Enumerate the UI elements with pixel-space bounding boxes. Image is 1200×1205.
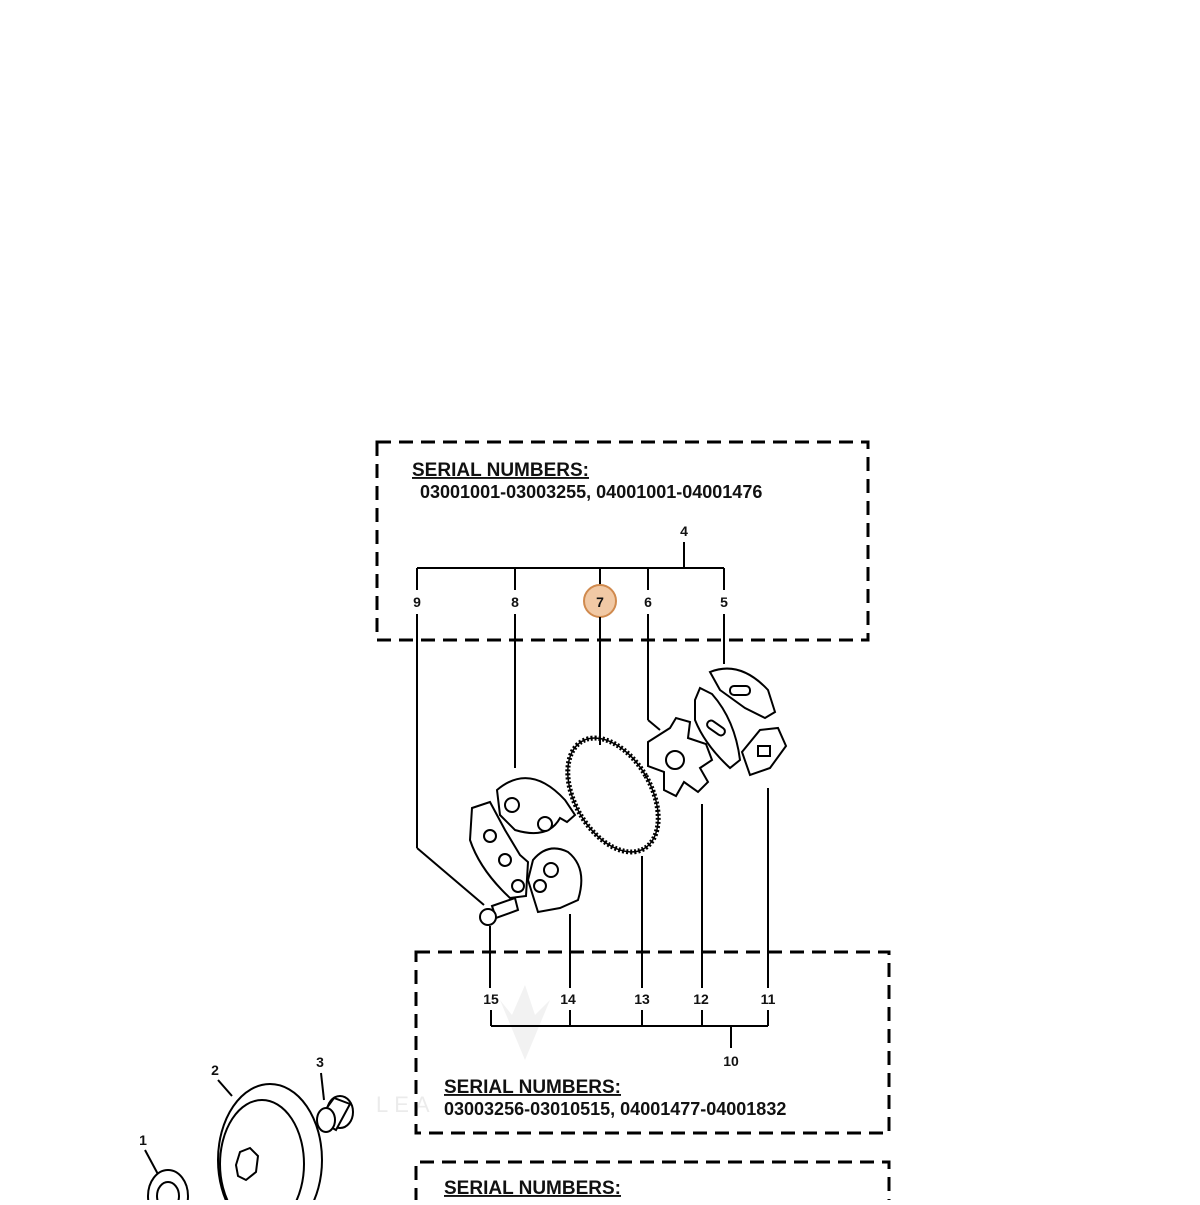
clutch-hub (647, 716, 714, 798)
clutch-plate-right-low (740, 726, 788, 777)
leader-3 (320, 1072, 325, 1101)
serial-box-middle (414, 950, 891, 1135)
callout-13[interactable]: 13 (634, 991, 650, 1007)
bracket-4 (416, 542, 725, 590)
serial-box-top (375, 440, 870, 642)
watermark-text: LEA (376, 1092, 436, 1117)
sprocket-rim (147, 1169, 189, 1205)
callout-3[interactable]: 3 (316, 1054, 324, 1070)
callout-6[interactable]: 6 (644, 594, 652, 610)
serial-heading-middle: SERIAL NUMBERS: (444, 1077, 621, 1098)
callout-2[interactable]: 2 (211, 1062, 219, 1078)
callout-4[interactable]: 4 (680, 523, 688, 539)
clutch-plate-right-mid (694, 686, 742, 770)
serial-ranges-middle: 03003256-03010515, 04001477-04001832 (444, 1099, 786, 1119)
leader-lines-top (416, 614, 725, 906)
callout-12[interactable]: 12 (693, 991, 709, 1007)
callout-14[interactable]: 14 (560, 991, 576, 1007)
callout-10[interactable]: 10 (723, 1053, 739, 1069)
clutch-shoe-lower (526, 847, 583, 914)
serial-box-bottom (414, 1160, 891, 1202)
serial-heading-top: SERIAL NUMBERS: (412, 460, 589, 481)
serial-ranges-top: 03001001-03003255, 04001001-04001476 (420, 482, 762, 502)
callout-7[interactable]: 7 (596, 594, 604, 610)
callout-8[interactable]: 8 (511, 594, 519, 610)
callout-1[interactable]: 1 (139, 1132, 147, 1148)
clutch-plate-left (468, 800, 530, 900)
clutch-shoe-upper (495, 777, 577, 834)
callout-5[interactable]: 5 (720, 594, 728, 610)
callout-15[interactable]: 15 (483, 991, 499, 1007)
serial-heading-bottom: SERIAL NUMBERS: (444, 1178, 621, 1199)
leader-2 (217, 1079, 233, 1097)
clutch-spring (565, 735, 661, 855)
callout-7-highlight[interactable]: 7 (583, 584, 617, 618)
watermark-logo: LEA (376, 985, 550, 1117)
clutch-plate-right-top (708, 667, 777, 720)
callout-9[interactable]: 9 (413, 594, 421, 610)
needle-bearing (316, 1095, 354, 1133)
clutch-bolt (479, 896, 520, 926)
bracket-10 (490, 1010, 769, 1048)
callout-11[interactable]: 11 (761, 991, 776, 1007)
clutch-drum (217, 1083, 323, 1205)
